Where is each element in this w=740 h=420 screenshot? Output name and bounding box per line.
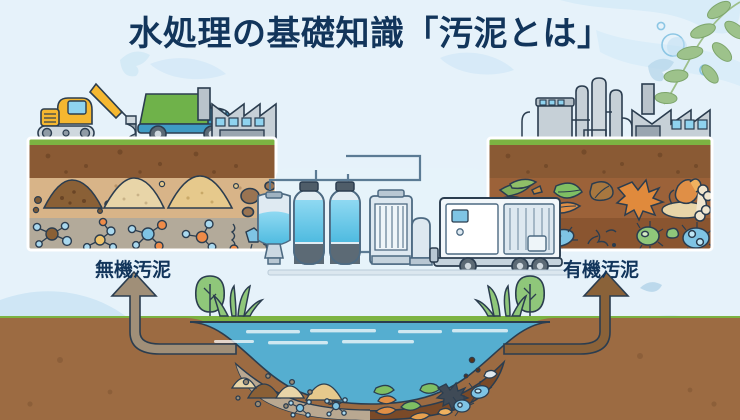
dead-leaf-icon (589, 181, 614, 202)
excavator-icon (37, 82, 137, 159)
page-title: 水処理の基礎知識「汚泥とは」 (128, 15, 612, 53)
grass-tuft-icon (473, 284, 528, 317)
dirt-pile-icon (32, 179, 112, 215)
filter-column-icon (329, 181, 361, 265)
sand-pile-icon (158, 175, 240, 209)
pump-icon (409, 217, 433, 266)
factory-icon (197, 87, 277, 141)
chemical-plant-icon (521, 77, 633, 141)
label-organic-sludge: 有機汚泥 (563, 260, 640, 281)
label-inorganic-sludge: 無機汚泥 (95, 260, 172, 281)
green-leaf-branch (654, 0, 740, 105)
decorative-petal (640, 282, 662, 292)
panel-organic (486, 77, 714, 252)
arrow-up-organic (503, 270, 630, 355)
water-highlights (214, 329, 508, 345)
arrow-up-inorganic (110, 270, 237, 355)
decorative-swirl-2 (120, 51, 150, 77)
factory-icon (631, 83, 711, 141)
filter-housing-icon (369, 189, 413, 265)
bone-icon (661, 178, 712, 222)
pressure-tank-icon (257, 191, 291, 265)
panel-inorganic (26, 82, 278, 252)
filter-column-icon (293, 181, 325, 265)
sand-pile-icon (102, 177, 166, 209)
grass-tuft-icon (212, 284, 265, 317)
decorative-swirl (648, 58, 674, 82)
mobile-treatment-trailer-icon (429, 197, 563, 275)
water-treatment-plant (257, 154, 569, 276)
maple-leaf-icon (615, 178, 666, 222)
